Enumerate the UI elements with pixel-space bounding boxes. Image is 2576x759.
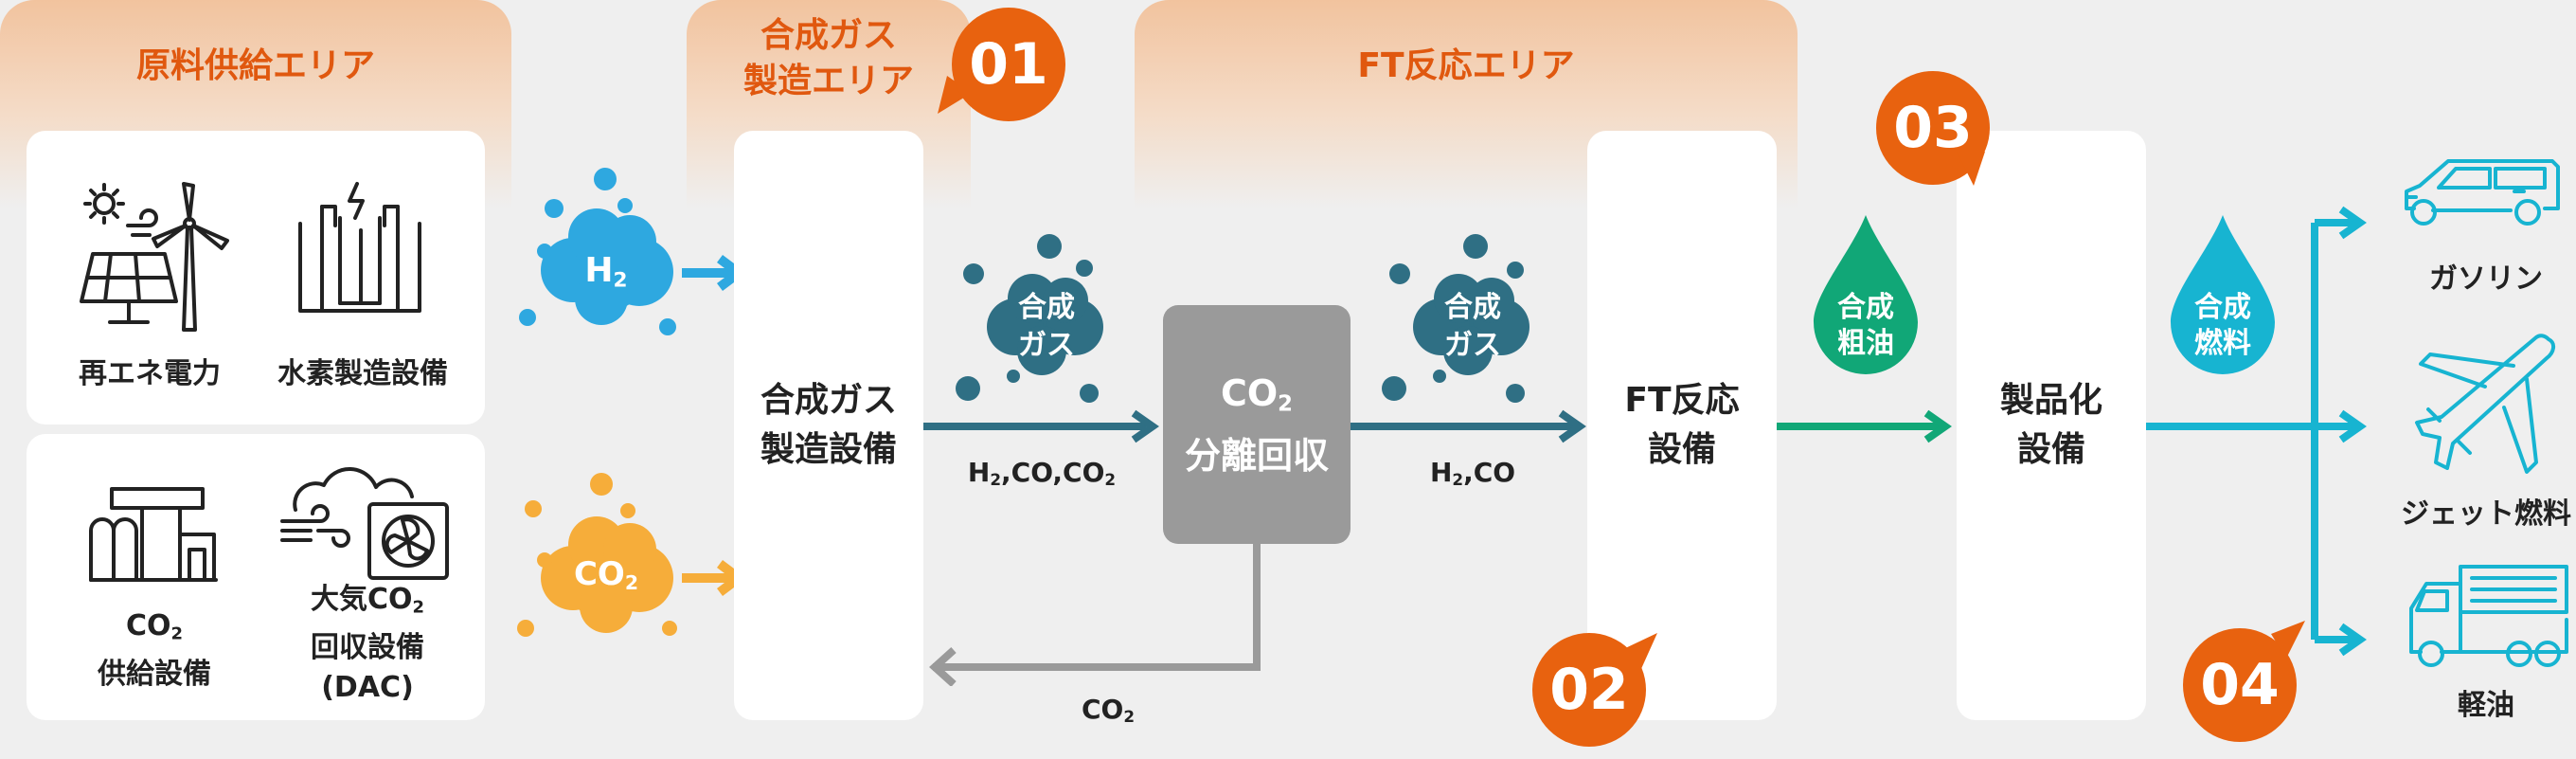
dac-label: 大気CO2 回収設備 (DAC) bbox=[263, 580, 472, 708]
zone-syngas-title: 合成ガス 製造エリア bbox=[687, 13, 971, 104]
h2-cloud-label: H2 bbox=[554, 252, 658, 299]
co2-cloud-label-text: CO bbox=[573, 555, 625, 593]
ft-in-part-0: H bbox=[1429, 457, 1453, 488]
separator-line1-sub: 2 bbox=[1278, 391, 1294, 417]
syngas-cloud-2 bbox=[1382, 234, 1530, 403]
crude-oil-label: 合成 粗油 bbox=[1818, 290, 1913, 362]
syngas-cloud-1-line1: 合成 bbox=[1018, 291, 1075, 324]
airplane-icon bbox=[2415, 334, 2555, 474]
crude-oil-line2: 粗油 bbox=[1837, 327, 1894, 360]
renewable-power-label: 再エネ電力 bbox=[79, 357, 221, 390]
renewable-power-icon bbox=[80, 182, 229, 332]
diesel-label: 軽油 bbox=[2458, 689, 2514, 722]
syngas-out-part-2: ,CO,CO bbox=[1001, 457, 1105, 488]
synthetic-fuel-label: 合成 燃料 bbox=[2175, 290, 2270, 362]
tanks-icon bbox=[89, 487, 218, 582]
zone-syngas-title-line1: 合成ガス bbox=[760, 16, 897, 55]
sun-icon bbox=[83, 183, 125, 225]
zone-syngas-title-line2: 製造エリア bbox=[742, 62, 914, 100]
syngas-out-part-1: 2 bbox=[990, 470, 1002, 490]
syngas-cloud-2-line1: 合成 bbox=[1444, 291, 1501, 324]
wind-turbine-icon bbox=[152, 182, 229, 332]
syngas-cloud-1 bbox=[956, 234, 1103, 403]
syngas-out-label: H2,CO,CO2 bbox=[938, 457, 1146, 489]
syngas-out-arrow bbox=[923, 409, 1159, 443]
badge-02: 02 bbox=[1532, 633, 1646, 747]
jet-fuel-label: ジェット燃料 bbox=[2401, 497, 2571, 531]
ft-in-label: H2,CO bbox=[1392, 457, 1553, 489]
syngas-out-part-0: H bbox=[967, 457, 991, 488]
ft-reactor-line1: FT反応 bbox=[1624, 381, 1740, 420]
hydrogen-plant-label: 水素製造設備 bbox=[277, 357, 448, 390]
recycle-co2-sub: 2 bbox=[1123, 707, 1136, 727]
dac-label-line3: (DAC) bbox=[321, 670, 414, 704]
synthetic-fuel-drop bbox=[2171, 215, 2275, 374]
crude-oil-line1: 合成 bbox=[1837, 291, 1894, 324]
separator-to-ft-arrow bbox=[1351, 409, 1586, 443]
syngas-cloud-1-line2: ガス bbox=[1018, 329, 1075, 362]
ft-in-part-1: 2 bbox=[1452, 470, 1464, 490]
h2-cloud-label-text: H bbox=[584, 251, 614, 290]
syngas-plant-line1: 合成ガス bbox=[760, 381, 897, 420]
zone-ft-title: FT反応エリア bbox=[1357, 46, 1575, 85]
ft-in-part-2: ,CO bbox=[1463, 457, 1516, 488]
dac-fan-icon bbox=[280, 466, 449, 580]
product-plant-line1: 製品化 bbox=[1999, 381, 2102, 420]
electrolyzer-icon bbox=[298, 182, 421, 313]
badge-01-tail bbox=[938, 76, 972, 114]
co2-supply-label: CO2 供給設備 bbox=[64, 606, 244, 695]
syngas-cloud-1-label: 合成 ガス bbox=[999, 289, 1094, 365]
h2-cloud-label-sub: 2 bbox=[613, 268, 628, 293]
wind-icon bbox=[126, 208, 158, 237]
separator-line1: CO bbox=[1220, 372, 1279, 415]
syngas-plant-line2: 製造設備 bbox=[760, 430, 897, 469]
syngas-cloud-2-line2: ガス bbox=[1444, 329, 1501, 362]
dac-label-line2: 回収設備 bbox=[311, 630, 424, 664]
co2-supply-label-line1: CO bbox=[125, 609, 171, 642]
co2-recycle-arrow bbox=[929, 544, 1261, 686]
co2-cloud-label: CO2 bbox=[549, 555, 663, 602]
distribution-arrows bbox=[2146, 206, 2367, 657]
co2-supply-label-line2: 供給設備 bbox=[98, 657, 211, 691]
syngas-out-part-3: 2 bbox=[1104, 470, 1117, 490]
synthetic-fuel-line2: 燃料 bbox=[2194, 327, 2251, 360]
dac-label-line1: 大気CO bbox=[310, 583, 413, 616]
badge-03-tail bbox=[1957, 152, 1985, 186]
separator-line2: 分離回収 bbox=[1184, 434, 1329, 477]
co2-cloud bbox=[517, 473, 743, 637]
co2-cloud-label-sub: 2 bbox=[624, 571, 639, 595]
crude-oil-drop bbox=[1814, 215, 1918, 374]
co2-separator: CO2 分離回収 bbox=[1163, 305, 1351, 544]
gasoline-label: ガソリン bbox=[2429, 262, 2543, 296]
synthetic-fuel-line1: 合成 bbox=[2194, 291, 2251, 324]
car-icon bbox=[2405, 159, 2560, 226]
product-plant: 製品化 設備 bbox=[1957, 131, 2146, 720]
ft-to-product-arrow bbox=[1777, 409, 1952, 443]
product-plant-line2: 設備 bbox=[2016, 430, 2085, 469]
zone-supply-title: 原料供給エリア bbox=[135, 46, 375, 85]
badge-04-tail bbox=[2271, 621, 2305, 659]
syngas-cloud-2-label: 合成 ガス bbox=[1425, 289, 1520, 365]
solar-panel-icon bbox=[80, 252, 178, 324]
recycle-co2-text: CO bbox=[1081, 694, 1124, 725]
h2-cloud bbox=[519, 168, 743, 335]
ft-reactor: FT反応 設備 bbox=[1587, 131, 1777, 720]
dump-truck-icon bbox=[2409, 565, 2568, 667]
zone-syngas: 合成ガス 製造エリア bbox=[687, 0, 971, 208]
syngas-plant: 合成ガス 製造設備 bbox=[734, 131, 923, 720]
badge-01: 01 bbox=[952, 8, 1065, 121]
co2-supply-label-sub: 2 bbox=[170, 623, 184, 644]
badge-02-tail bbox=[1621, 633, 1657, 671]
ft-reactor-line2: 設備 bbox=[1647, 430, 1716, 469]
badge-04: 04 bbox=[2183, 628, 2297, 742]
recycle-co2-label: CO2 bbox=[1061, 694, 1155, 726]
dac-label-sub: 2 bbox=[412, 597, 425, 618]
